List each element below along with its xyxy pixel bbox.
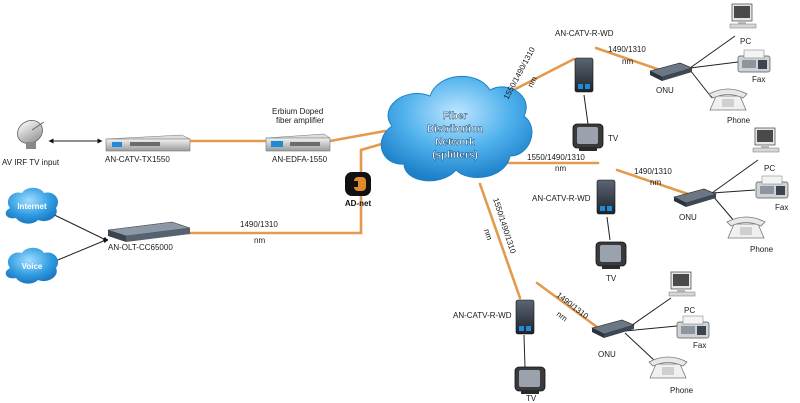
edfa-amplifier (265, 133, 331, 152)
b2-receiver-label: AN-CATV-R-WD (532, 194, 591, 203)
b3-fax (676, 315, 710, 339)
b1-receiver-label: AN-CATV-R-WD (555, 29, 614, 38)
b2-fax-label: Fax (775, 203, 788, 212)
fiber-b2-onu (615, 168, 690, 196)
edfa-title-1: Erbium Doped (272, 107, 323, 116)
b1-tv (572, 123, 604, 152)
edfa-title-2: fiber amplifier (276, 116, 324, 125)
olt-wavelength: 1490/1310 (240, 220, 278, 229)
fiber-cloud-b3 (478, 182, 522, 300)
internet-bubble: Internet (5, 187, 59, 224)
b1-fax-label: Fax (752, 75, 765, 84)
b2-tv-label: TV (606, 274, 617, 283)
b2-onu-nm: nm (650, 178, 661, 187)
ad-net-text: AD-net (345, 199, 372, 208)
b1-pc-label: PC (740, 37, 751, 46)
b2-wavelength: 1550/1490/1310 (527, 153, 585, 162)
b3-fax-label: Fax (693, 341, 706, 350)
catv-transmitter (105, 134, 191, 152)
fiber-edfa-cloud (328, 129, 387, 143)
b3-onu-label: ONU (598, 350, 616, 359)
b1-pc (729, 3, 757, 29)
b1-receiver (574, 57, 594, 93)
b3-phone (648, 356, 688, 379)
cloud-line-3: Network (435, 137, 475, 148)
b1-onu (649, 62, 693, 82)
fiber-cloud: Fiber Distribution Network (splitters) (380, 76, 533, 182)
b1-onu-wavelength: 1490/1310 (608, 45, 646, 54)
b2-phone (726, 216, 766, 239)
b2-fax (755, 175, 789, 199)
b2-pc-label: PC (764, 164, 775, 173)
b1-tv-label: TV (608, 134, 619, 143)
b1-onu-label: ONU (656, 86, 674, 95)
edfa-label: AN-EDFA-1550 (272, 155, 328, 164)
internet-label: Internet (17, 202, 47, 211)
b1-fax (737, 49, 771, 73)
b2-receiver (596, 179, 616, 215)
b3-tv-label: TV (526, 394, 537, 403)
b2-pc (752, 127, 780, 153)
fiber-b1-onu (594, 46, 668, 74)
b3-receiver-label: AN-CATV-R-WD (453, 311, 512, 320)
cloud-line-1: Fiber (443, 111, 468, 122)
b2-onu-label: ONU (679, 213, 697, 222)
av-input-label: AV IRF TV input (2, 158, 60, 167)
b3-onu-nm: nm (555, 309, 570, 323)
fiber-b3-onu (535, 281, 599, 329)
b3-nm: nm (482, 228, 494, 242)
b3-tv (514, 366, 546, 395)
olt-label: AN-OLT-CC65000 (108, 243, 173, 252)
copper-links (37, 35, 759, 368)
b3-phone-label: Phone (670, 386, 694, 395)
b1-wavelength: 1550/1490/1310 (502, 45, 537, 101)
cloud-line-4: (splitters) (432, 150, 478, 161)
tx-label: AN-CATV-TX1550 (105, 155, 170, 164)
b3-receiver (515, 299, 535, 335)
b2-phone-label: Phone (750, 245, 774, 254)
b2-nm: nm (555, 164, 566, 173)
satellite-dish (17, 120, 45, 149)
b1-phone-label: Phone (727, 116, 751, 125)
ad-net-logo: AD-net (345, 172, 372, 208)
olt-chassis (107, 221, 191, 242)
b3-pc (668, 271, 696, 297)
voice-bubble: Voice (5, 247, 59, 284)
b1-phone (708, 88, 748, 111)
b3-pc-label: PC (684, 306, 695, 315)
b1-onu-nm: nm (622, 57, 633, 66)
b2-onu-wavelength: 1490/1310 (634, 167, 672, 176)
cloud-line-2: Distribution (427, 124, 483, 135)
voice-label: Voice (22, 262, 43, 271)
olt-nm: nm (254, 236, 265, 245)
b2-tv (595, 241, 627, 270)
